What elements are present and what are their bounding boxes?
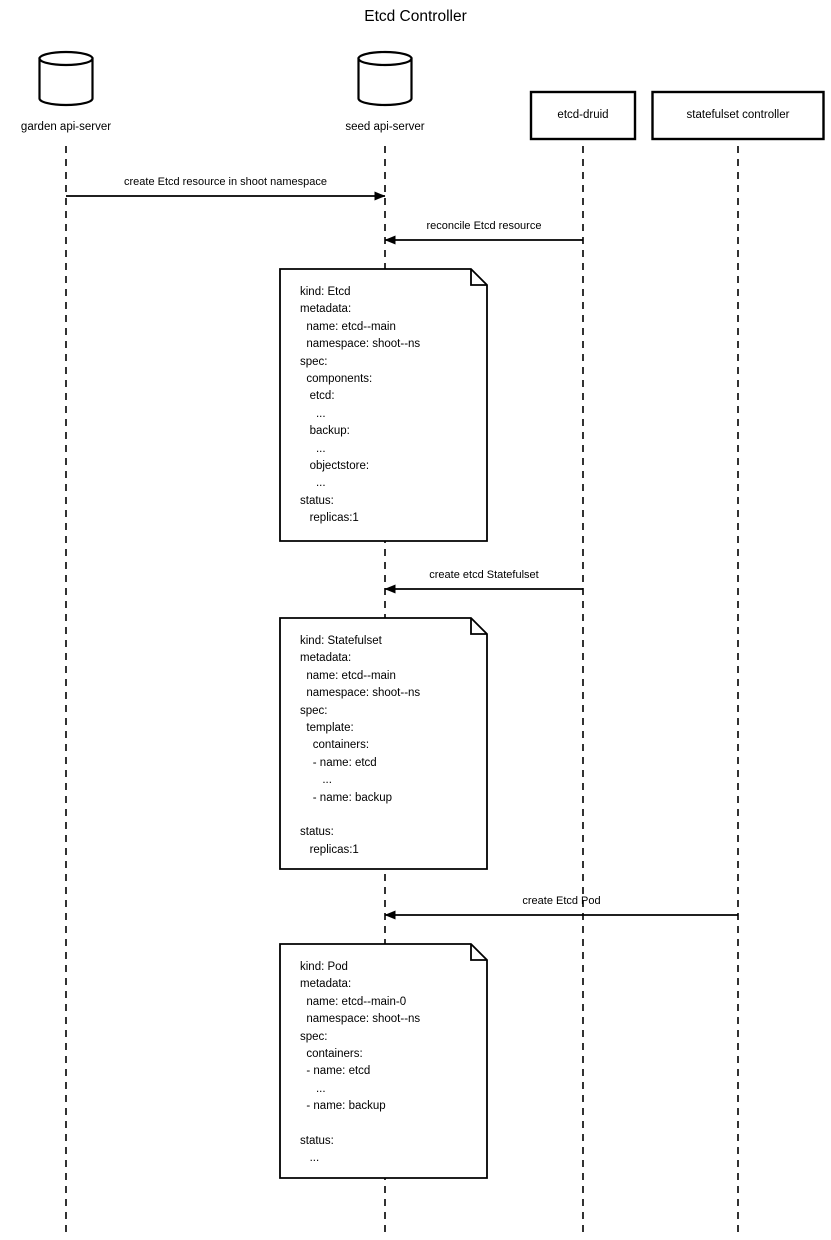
note-line: metadata:: [300, 652, 352, 665]
message-label-create-etcd-pod: create Etcd Pod: [522, 895, 601, 907]
page-title: Etcd Controller: [364, 8, 467, 25]
note-body-note-pod: kind: Pod metadata: name: etcd--main-0 na…: [300, 959, 420, 1168]
note-box-note-pod: [279, 943, 488, 1179]
note-line: - name: backup: [300, 1100, 386, 1113]
note-line: - name: etcd: [300, 756, 377, 769]
note-line: objectstore:: [300, 459, 370, 472]
note-fold-note-statefulset: [470, 618, 487, 635]
note-line: components:: [300, 372, 373, 385]
note-line: ...: [300, 774, 332, 787]
participant-label-garden-api-server: garden api-server: [20, 121, 112, 133]
note-line: template:: [300, 721, 354, 734]
note-box-note-statefulset: [279, 617, 488, 870]
participant-box-etcd-druid[interactable]: [529, 90, 637, 141]
message-label-reconcile-etcd-resource: reconcile Etcd resource: [426, 220, 542, 232]
note-line: [300, 1116, 420, 1133]
database-cylinder-top-garden-api-server: [38, 50, 94, 67]
note-line: name: etcd--main: [300, 669, 396, 682]
note-line: kind: Statefulset: [300, 635, 382, 647]
note-line: namespace: shoot--ns: [300, 338, 421, 351]
note-line: kind: Pod: [300, 961, 348, 973]
note-line: status:: [300, 826, 334, 839]
note-line: namespace: shoot--ns: [300, 687, 421, 700]
note-line: - name: backup: [300, 791, 393, 804]
note-body-note-statefulset: kind: Statefulset metadata: name: etcd--m…: [300, 633, 420, 859]
database-cylinder-body-seed-api-server: [357, 57, 413, 107]
note-line: etcd:: [300, 390, 335, 403]
participant-label-seed-api-server: seed api-server: [345, 121, 425, 133]
note-line: backup:: [300, 425, 350, 438]
note-line: containers:: [300, 739, 370, 752]
note-body-note-etcd: kind: Etcd metadata: name: etcd--main nam…: [300, 284, 420, 527]
note-line: spec:: [300, 1030, 328, 1043]
note-line: name: etcd--main: [300, 320, 396, 333]
message-label-create-etcd-resource: create Etcd resource in shoot namespace: [123, 176, 327, 188]
note-line: replicas:1: [300, 843, 359, 856]
note-line: ...: [300, 442, 326, 455]
note-line: containers:: [300, 1047, 363, 1060]
database-cylinder-body-garden-api-server: [38, 57, 94, 107]
participant-label-etcd-druid: etcd-druid: [557, 108, 609, 121]
note-line: status:: [300, 1134, 334, 1147]
note-line: kind: Etcd: [300, 286, 351, 298]
participant-box-statefulset-controller[interactable]: [651, 90, 825, 141]
message-label-create-etcd-statefulset: create etcd Statefulset: [429, 569, 539, 581]
note-fold-note-pod: [470, 944, 487, 961]
note-line: spec:: [300, 355, 328, 368]
note-line: ...: [300, 1152, 320, 1165]
note-fold-note-etcd: [470, 269, 487, 286]
note-line: spec:: [300, 704, 328, 717]
note-line: ...: [300, 1082, 326, 1095]
note-line: - name: etcd: [300, 1065, 371, 1078]
note-line: status:: [300, 494, 334, 507]
note-line: metadata:: [300, 303, 352, 316]
note-line: ...: [300, 407, 326, 420]
note-line: namespace: shoot--ns: [300, 1013, 421, 1026]
note-line: replicas:1: [300, 512, 359, 525]
note-line: name: etcd--main-0: [300, 995, 407, 1008]
participant-label-statefulset-controller: statefulset controller: [686, 108, 790, 121]
note-line: [300, 807, 420, 824]
note-line: ...: [300, 477, 326, 490]
note-box-note-etcd: [279, 268, 488, 542]
note-line: metadata:: [300, 978, 352, 991]
database-cylinder-top-seed-api-server: [357, 50, 413, 67]
